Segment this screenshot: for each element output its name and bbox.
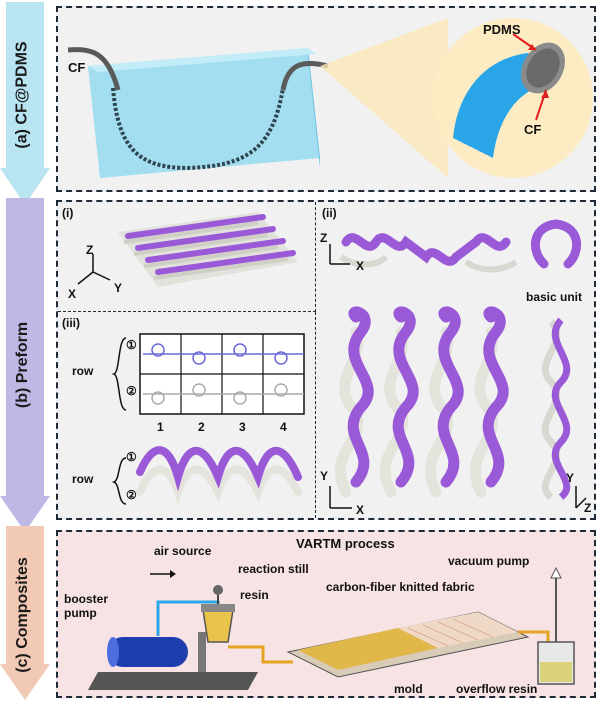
row-label-top: row: [72, 364, 94, 378]
subpanel-i: (i) Z X Y: [58, 202, 316, 312]
column-number-2: 2: [198, 420, 205, 434]
axis-x-i: X: [68, 287, 76, 301]
arrow-strip-c: [0, 526, 50, 700]
section-a-label: (a) CF@PDMS: [14, 41, 31, 149]
arrow-strip-b: [0, 198, 50, 532]
air-source-label: air source: [154, 544, 212, 558]
axis-z-ii-top: Z: [320, 231, 327, 245]
row-marker-top-2: ②: [126, 384, 137, 398]
cf-label: CF: [68, 60, 86, 75]
axis-z-ii-side: Z: [584, 501, 591, 515]
row-marker-top-1: ①: [126, 338, 137, 352]
column-number-3: 3: [239, 420, 246, 434]
fabric-3d-illustration: Z X Y: [68, 212, 298, 301]
pdms-bath-illustration: [67, 18, 593, 178]
axis-x-ii-top: X: [356, 259, 364, 273]
reaction-still-label: reaction still: [238, 562, 309, 576]
basic-unit-label: basic unit: [526, 290, 583, 304]
axis-y-ii-side: Y: [566, 471, 574, 485]
panel-a: CF PDMS CF: [56, 6, 596, 192]
subpanel-ii: (ii): [316, 202, 594, 518]
inset-pdms-label: PDMS: [483, 22, 521, 37]
subpanel-iii: (iii) row ① ②: [58, 312, 316, 518]
vacuum-pump-label: vacuum pump: [448, 554, 530, 568]
resin-label: resin: [240, 588, 269, 602]
column-number-4: 4: [280, 420, 287, 434]
axis-z-i: Z: [86, 243, 93, 257]
row-label-bottom: row: [72, 472, 94, 486]
overflow-resin-label: overflow resin: [456, 682, 538, 696]
panel-b: (i) Z X Y (iii): [56, 200, 596, 520]
section-b-label: (b) Preform: [14, 321, 32, 409]
arrow-strip-a: [0, 2, 50, 205]
axis-x-ii-front: X: [356, 503, 364, 517]
panel-c: VARTM process air source reaction still …: [56, 530, 596, 698]
section-c-label: (c) Composites: [14, 557, 32, 673]
knit-structure-views: Z X Y X Y Z: [320, 219, 591, 517]
row-marker-bottom-1: ①: [126, 450, 137, 464]
stitch-grid-diagram: [111, 333, 305, 505]
vartm-title: VARTM process: [296, 536, 395, 551]
fabric-label: carbon-fiber knitted fabric: [326, 580, 475, 594]
subpanel-ii-label: (ii): [322, 206, 337, 220]
column-number-1: 1: [157, 420, 164, 434]
axis-y-ii-front: Y: [320, 469, 328, 483]
booster-pump-label: booster pump: [64, 592, 109, 620]
subpanel-iii-label: (iii): [62, 316, 80, 330]
axis-y-i: Y: [114, 281, 122, 295]
inset-cf-label: CF: [524, 122, 542, 137]
subpanel-i-label: (i): [62, 206, 74, 220]
row-marker-bottom-2: ②: [126, 488, 137, 502]
mold-label: mold: [394, 682, 423, 696]
vartm-setup-illustration: [88, 566, 575, 690]
